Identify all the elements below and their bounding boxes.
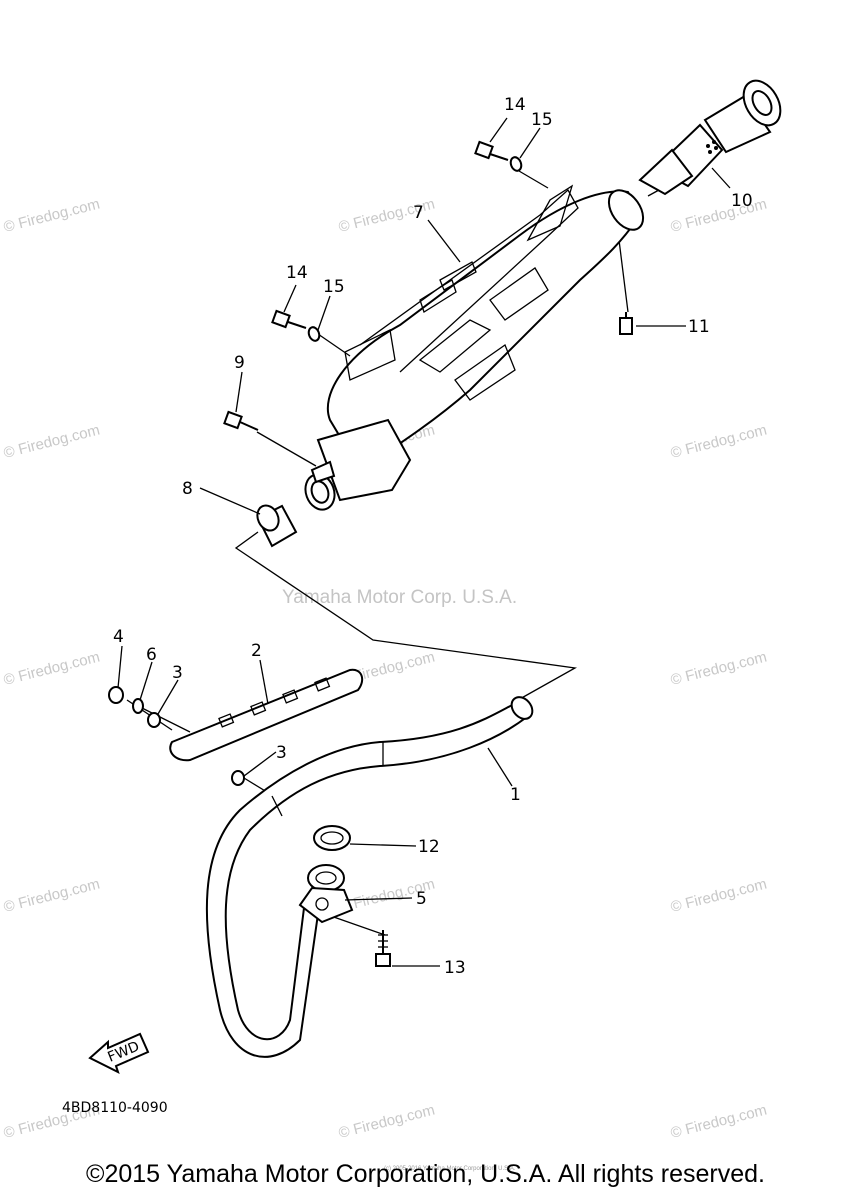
callout-9: 9	[234, 353, 245, 373]
watermark: © Firedog.com	[669, 196, 769, 236]
callout-5: 5	[416, 889, 427, 909]
callout-11: 11	[688, 317, 710, 337]
watermark: © Firedog.com	[669, 422, 769, 462]
callout-3: 3	[276, 743, 287, 763]
callout-14: 14	[504, 95, 526, 115]
callout-4: 4	[113, 627, 124, 647]
copyright-footer: ©2015 Yamaha Motor Corporation, U.S.A. A…	[86, 1160, 765, 1188]
watermark: © Firedog.com	[337, 1102, 437, 1142]
callout-3: 3	[172, 663, 183, 683]
callout-10: 10	[731, 191, 753, 211]
watermark: © Firedog.com	[2, 876, 102, 916]
fasteners	[223, 140, 633, 967]
part-5-flange	[298, 864, 354, 924]
callout-15: 15	[531, 110, 553, 130]
callout-15: 15	[323, 277, 345, 297]
part-8-gasket	[256, 504, 298, 548]
part-code: 4BD8110-4090	[62, 1100, 168, 1116]
callout-labels: 7 14 15 14 15 9 8 10 11 4 6 3 2 3 1 12 5…	[113, 95, 753, 978]
watermark: © Firedog.com	[669, 876, 769, 916]
center-watermark: Yamaha Motor Corp. U.S.A.	[282, 587, 517, 608]
watermark: © Firedog.com	[2, 649, 102, 689]
callout-13: 13	[444, 958, 466, 978]
callout-12: 12	[418, 837, 440, 857]
part-7-muffler	[304, 184, 645, 511]
leader-lines	[117, 117, 731, 967]
tiny-notice: (c) 2005-2016 Yamaha Motor Corporation, …	[384, 1166, 516, 1172]
fwd-arrow-icon: FWD	[88, 1032, 150, 1074]
callout-6: 6	[146, 645, 157, 665]
callout-8: 8	[182, 479, 193, 499]
part-2-protector	[169, 668, 364, 762]
part-10-tail-pipe	[638, 79, 782, 196]
protector-fasteners	[108, 686, 245, 786]
watermark: © Firedog.com	[2, 196, 102, 236]
assembly-lines	[126, 170, 691, 936]
part-12-gasket	[313, 825, 351, 851]
callout-14: 14	[286, 263, 308, 283]
watermark: © Firedog.com	[2, 422, 102, 462]
part-1-exhaust-pipe	[205, 696, 534, 1058]
callout-1: 1	[510, 785, 521, 805]
callout-7: 7	[413, 203, 424, 223]
watermark: © Firedog.com	[669, 649, 769, 689]
callout-2: 2	[251, 641, 262, 661]
watermark: © Firedog.com	[669, 1102, 769, 1142]
